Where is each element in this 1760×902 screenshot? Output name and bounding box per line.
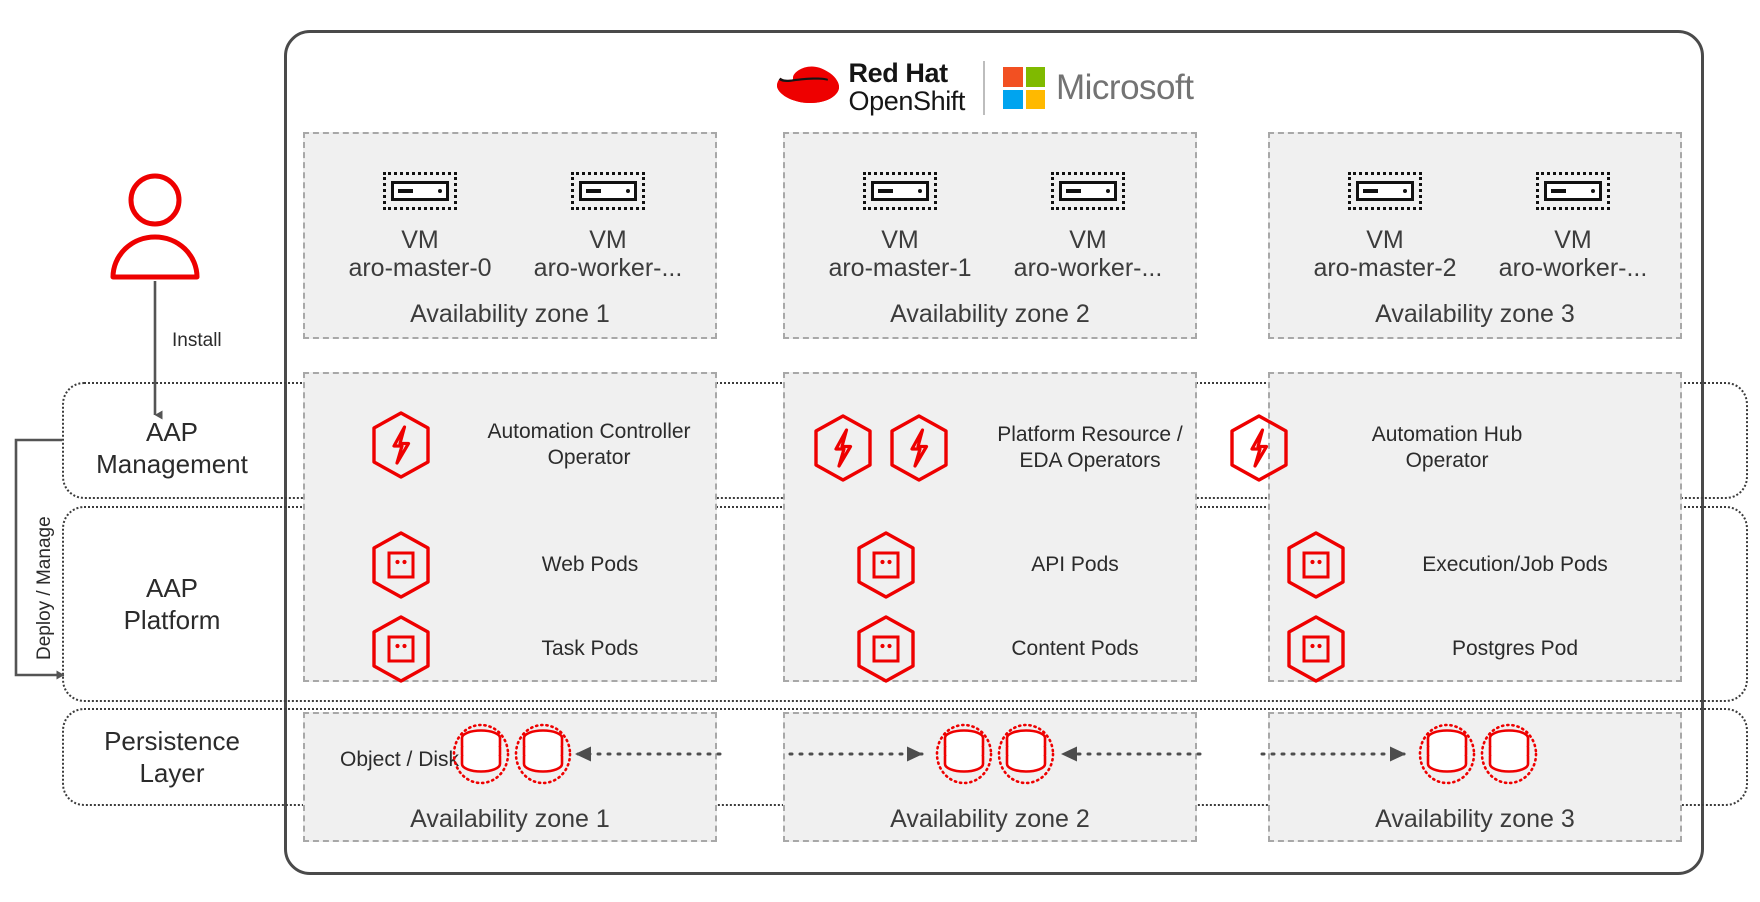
virtual-machine-icon (1051, 172, 1125, 210)
person-icon (110, 173, 200, 280)
virtual-machine-icon (383, 172, 457, 210)
persistence-zone-caption: Availability zone 2 (890, 805, 1090, 833)
disk-stack-icon (1418, 723, 1476, 785)
vm-card: VM aro-master-2 (1285, 172, 1485, 282)
vm-type-label: VM (1366, 226, 1404, 254)
workload-zone-box-2 (783, 372, 1197, 682)
pod-label: Task Pods (541, 636, 639, 660)
vm-zone-box-2 (783, 132, 1197, 339)
availability-zone-caption: Availability zone 2 (890, 300, 1090, 328)
vm-name-label: aro-master-0 (348, 254, 492, 282)
operator-group-2: Platform Resource /EDA Operators (812, 413, 1200, 483)
vm-name-label: aro-worker-... (1013, 254, 1163, 282)
vm-card: VM aro-worker-... (988, 172, 1188, 282)
persistence-zone-caption: Availability zone 3 (1375, 805, 1575, 833)
brand-lockup: Red Hat OpenShift Microsoft (770, 52, 1200, 124)
pod-hexagon-icon (855, 614, 917, 684)
workload-zone-box-1 (303, 372, 717, 682)
disk-stack-icon (935, 723, 993, 785)
persistence-zone-box-2 (783, 712, 1197, 842)
pod-group: Execution/Job Pods (1285, 530, 1635, 600)
disk-stack-icon (514, 723, 572, 785)
vm-card: VM aro-worker-... (508, 172, 708, 282)
pod-label: Postgres Pod (1451, 636, 1579, 660)
pod-label: API Pods (1031, 552, 1119, 576)
vm-card: VM aro-worker-... (1473, 172, 1673, 282)
pod-group: Content Pods (855, 614, 1185, 684)
vm-type-label: VM (1554, 226, 1592, 254)
brand-divider (983, 61, 985, 115)
openshift-wordmark: OpenShift (848, 86, 966, 116)
operator-hexagon-icon (812, 413, 874, 483)
operator-label: Platform Resource /EDA Operators (997, 422, 1183, 472)
pod-hexagon-icon (1285, 530, 1347, 600)
availability-zone-caption: Availability zone 3 (1375, 300, 1575, 328)
microsoft-wordmark: Microsoft (1056, 68, 1194, 107)
vm-type-label: VM (881, 226, 919, 254)
vm-type-label: VM (401, 226, 439, 254)
disk-group-zone-2 (935, 723, 1055, 785)
pod-hexagon-icon (1285, 614, 1347, 684)
vm-type-label: VM (589, 226, 627, 254)
disk-stack-icon (997, 723, 1055, 785)
red-hat-openshift-logo: Red Hat OpenShift (776, 58, 966, 116)
virtual-machine-icon (1536, 172, 1610, 210)
vm-zone-box-3 (1268, 132, 1682, 339)
persistence-zone-caption: Availability zone 1 (410, 805, 610, 833)
pod-group: Postgres Pod (1285, 614, 1635, 684)
persistence-zone-box-3 (1268, 712, 1682, 842)
red-hat-fedora-icon (776, 63, 839, 114)
operator-hexagon-icon (888, 413, 950, 483)
disk-group-zone-3 (1418, 723, 1538, 785)
vm-zone-box-1 (303, 132, 717, 339)
virtual-machine-icon (571, 172, 645, 210)
vm-card: VM aro-master-0 (320, 172, 520, 282)
pod-label: Web Pods (541, 552, 639, 576)
vm-name-label: aro-worker-... (533, 254, 683, 282)
persistence-zone-box-1 (303, 712, 717, 842)
pod-group: Task Pods (370, 614, 700, 684)
virtual-machine-icon (863, 172, 937, 210)
pod-label: Execution/Job Pods (1422, 552, 1608, 576)
disk-stack-icon (452, 723, 510, 785)
deploy-manage-label: Deploy / Manage (34, 516, 55, 660)
virtual-machine-icon (1348, 172, 1422, 210)
operator-hexagon-icon (370, 410, 432, 480)
microsoft-logo: Microsoft (1003, 67, 1194, 109)
install-label: Install (172, 330, 222, 351)
disk-stack-icon (1480, 723, 1538, 785)
workload-zone-box-3 (1268, 372, 1682, 682)
openshift-cluster-container (284, 30, 1704, 875)
pod-hexagon-icon (370, 614, 432, 684)
pod-label: Content Pods (1011, 636, 1139, 660)
vm-type-label: VM (1069, 226, 1107, 254)
disk-group-zone-1 (452, 723, 572, 785)
vm-name-label: aro-worker-... (1498, 254, 1648, 282)
pod-hexagon-icon (855, 530, 917, 600)
vm-card: VM aro-master-1 (800, 172, 1000, 282)
microsoft-squares-icon (1003, 67, 1045, 109)
vm-name-label: aro-master-2 (1313, 254, 1457, 282)
pod-group: API Pods (855, 530, 1185, 600)
red-hat-wordmark: Red Hat (848, 58, 949, 89)
operator-hexagon-icon (1228, 413, 1290, 483)
availability-zone-caption: Availability zone 1 (410, 300, 610, 328)
object-disk-label: Object / Disk (340, 748, 460, 771)
vm-name-label: aro-master-1 (828, 254, 972, 282)
pod-hexagon-icon (370, 530, 432, 600)
pod-group: Web Pods (370, 530, 700, 600)
